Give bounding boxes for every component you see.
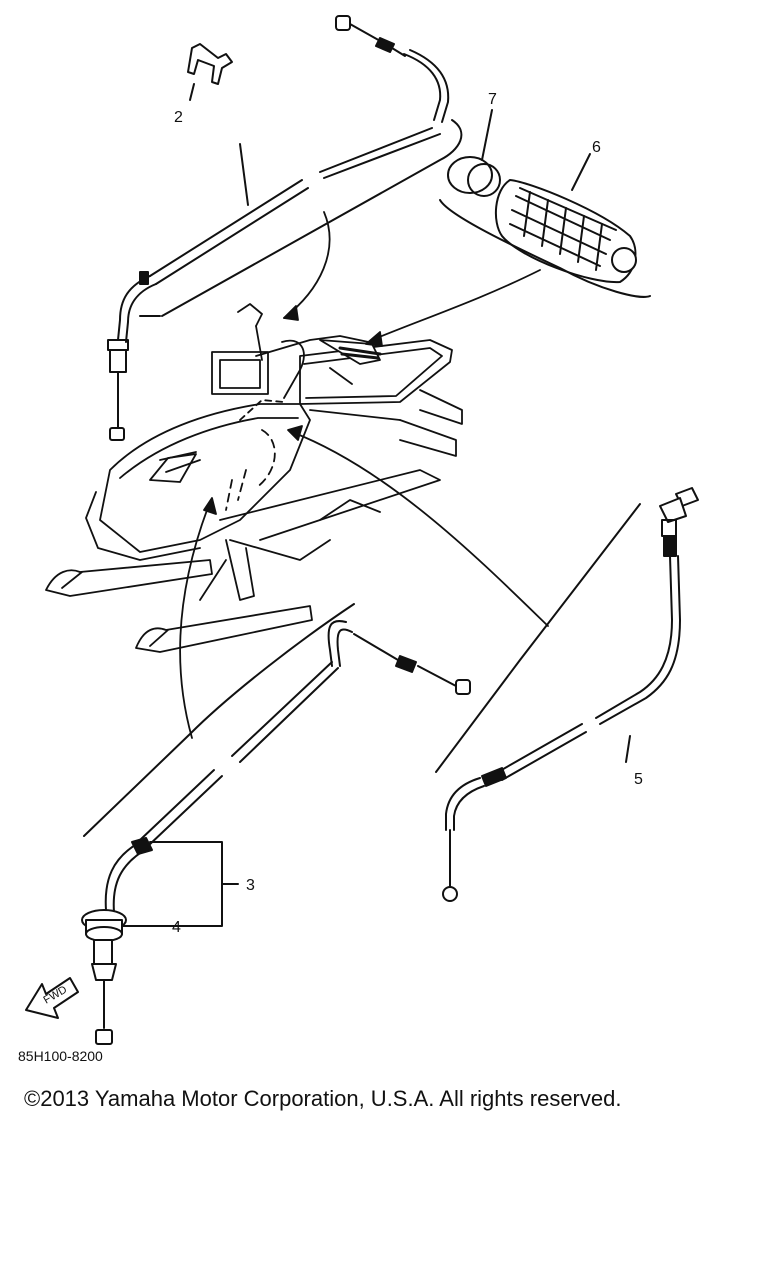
copyright-notice: ©2013 Yamaha Motor Corporation, U.S.A. A… <box>24 1086 622 1111</box>
callout-7: 7 <box>488 91 497 108</box>
cable-right <box>435 487 699 902</box>
cable-top-left <box>107 15 450 441</box>
collar-part-7 <box>447 109 501 197</box>
callout-3: 3 <box>246 877 255 894</box>
group-bracket <box>161 119 463 317</box>
callout-2: 2 <box>174 109 183 126</box>
cable-lower-left <box>81 603 471 1045</box>
leader-line <box>239 143 249 206</box>
routing-arrows <box>179 211 549 739</box>
fwd-arrow-icon: FWD <box>25 977 79 1019</box>
callout-5: 5 <box>634 771 643 788</box>
callout-6: 6 <box>592 139 601 156</box>
snowmobile-body <box>45 303 463 653</box>
diagram-code: 85H100-8200 <box>18 1048 103 1064</box>
grip-part-6 <box>439 153 651 298</box>
clip-part-2 <box>187 43 233 101</box>
callout-4: 4 <box>172 919 181 936</box>
